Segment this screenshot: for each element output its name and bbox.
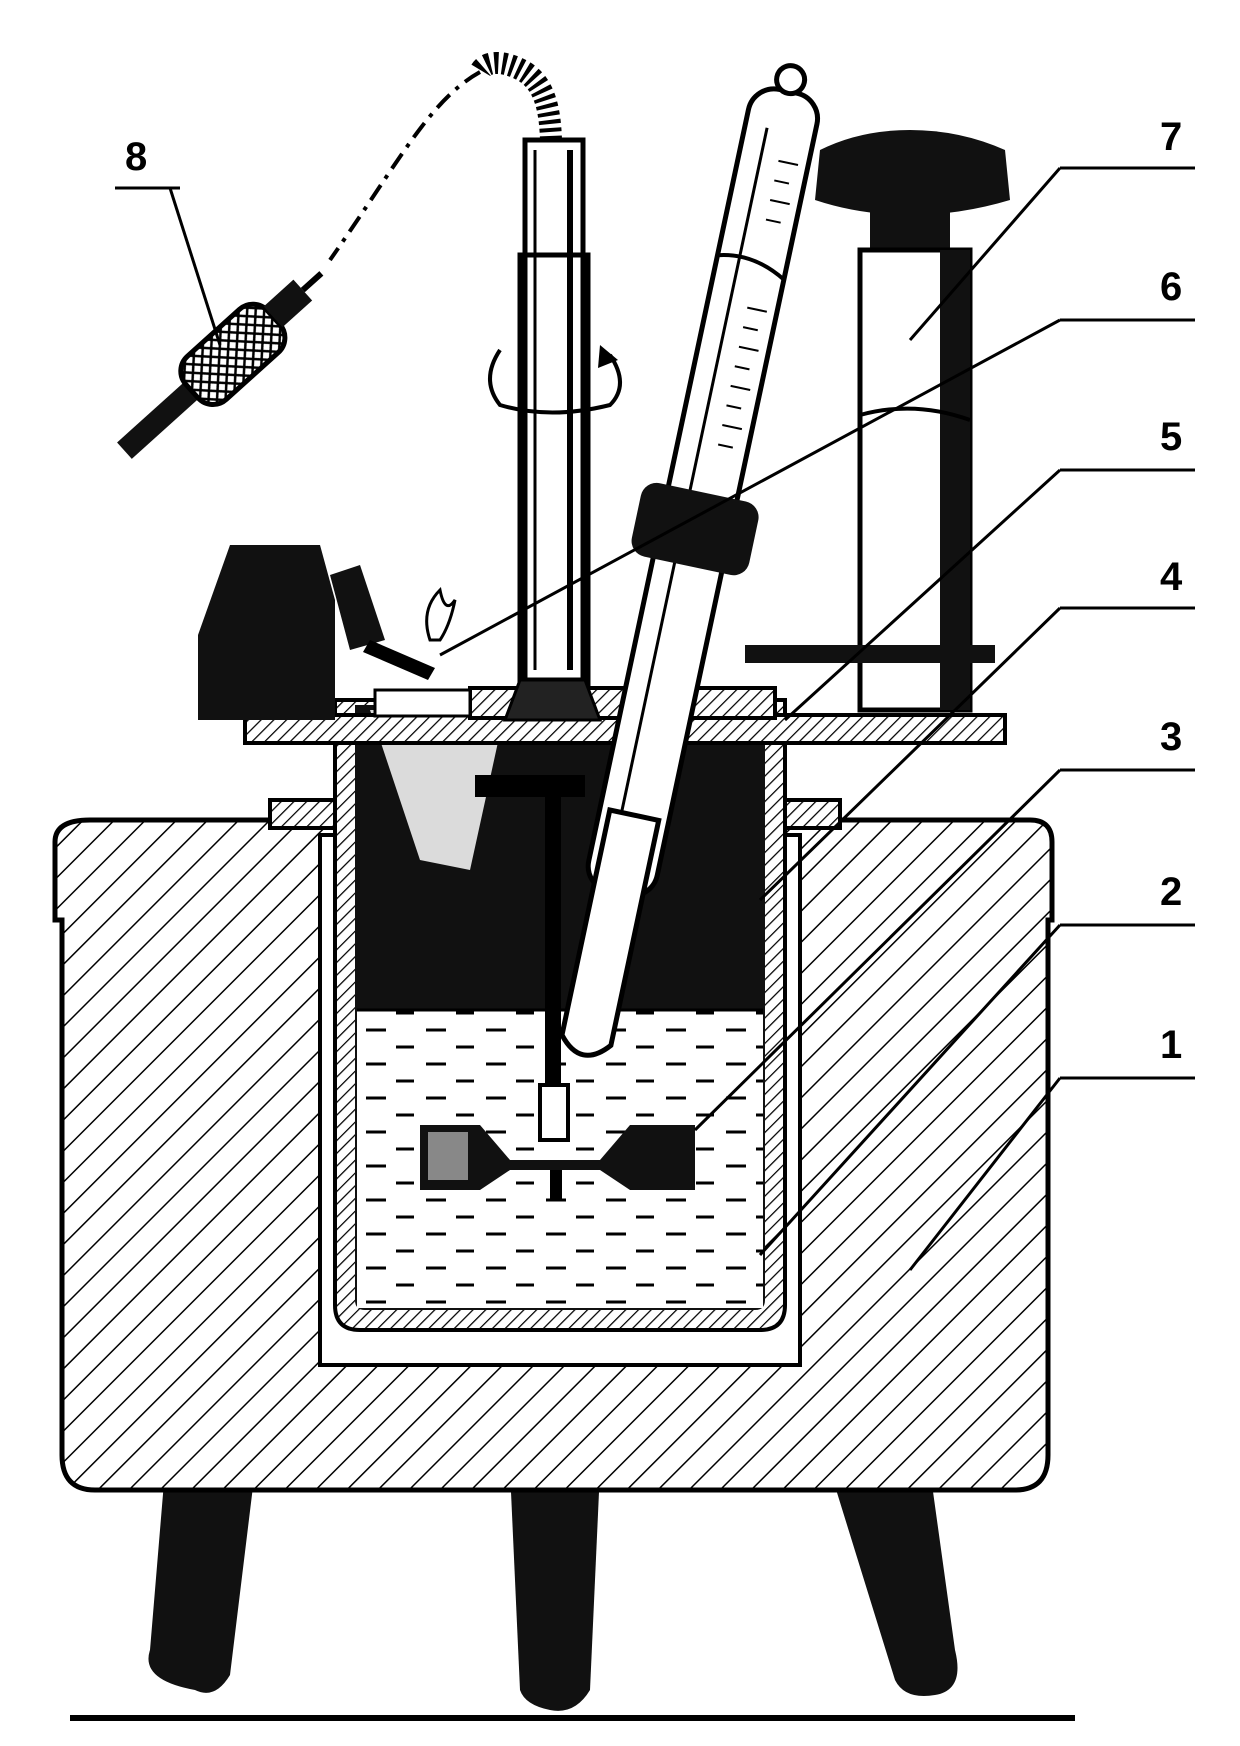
callout-label-3: 3 <box>1160 715 1182 759</box>
igniter <box>198 545 457 720</box>
callout-4: 4 <box>758 555 1195 902</box>
callout-label-2: 2 <box>1160 870 1182 914</box>
callout-1: 1 <box>908 1023 1195 1271</box>
callout-2: 2 <box>758 870 1195 1257</box>
flame <box>425 586 457 642</box>
callout-6: 6 <box>439 265 1195 657</box>
stirrer-coupling <box>475 775 585 797</box>
probe <box>117 271 324 459</box>
rotation-arrow <box>488 348 622 415</box>
leg-middle <box>510 1470 600 1711</box>
knob <box>815 130 1010 215</box>
lid-opening <box>373 688 472 718</box>
thermometer <box>559 63 821 1058</box>
callouts: 8 7 6 5 4 3 2 <box>115 115 1195 1271</box>
stirrer-shaft <box>545 795 561 1095</box>
flexible-cable <box>469 52 562 141</box>
callout-label-8: 8 <box>125 135 147 179</box>
callout-5: 5 <box>783 415 1195 722</box>
thermometer-clamp <box>631 482 759 576</box>
interior-highlight <box>370 710 505 870</box>
clamp-arm <box>745 645 995 663</box>
paddle <box>420 1125 695 1190</box>
thermometer-eye <box>774 63 808 97</box>
callout-label-6: 6 <box>1160 265 1182 309</box>
callout-8: 8 <box>115 135 222 346</box>
callout-label-5: 5 <box>1160 415 1182 459</box>
callout-3: 3 <box>693 715 1195 1132</box>
callout-label-1: 1 <box>1160 1023 1182 1067</box>
callout-label-7: 7 <box>1160 115 1182 159</box>
clamp-post <box>745 130 1010 713</box>
leg-left <box>148 1470 255 1693</box>
legs <box>70 1470 1075 1721</box>
callout-label-4: 4 <box>1160 555 1183 599</box>
stirrer <box>328 52 695 1200</box>
leg-right <box>830 1470 958 1696</box>
callout-7: 7 <box>908 115 1195 341</box>
stirrer-hub <box>502 678 603 722</box>
igniter-nozzle <box>363 640 435 680</box>
thermometer-bulb <box>559 807 662 1058</box>
